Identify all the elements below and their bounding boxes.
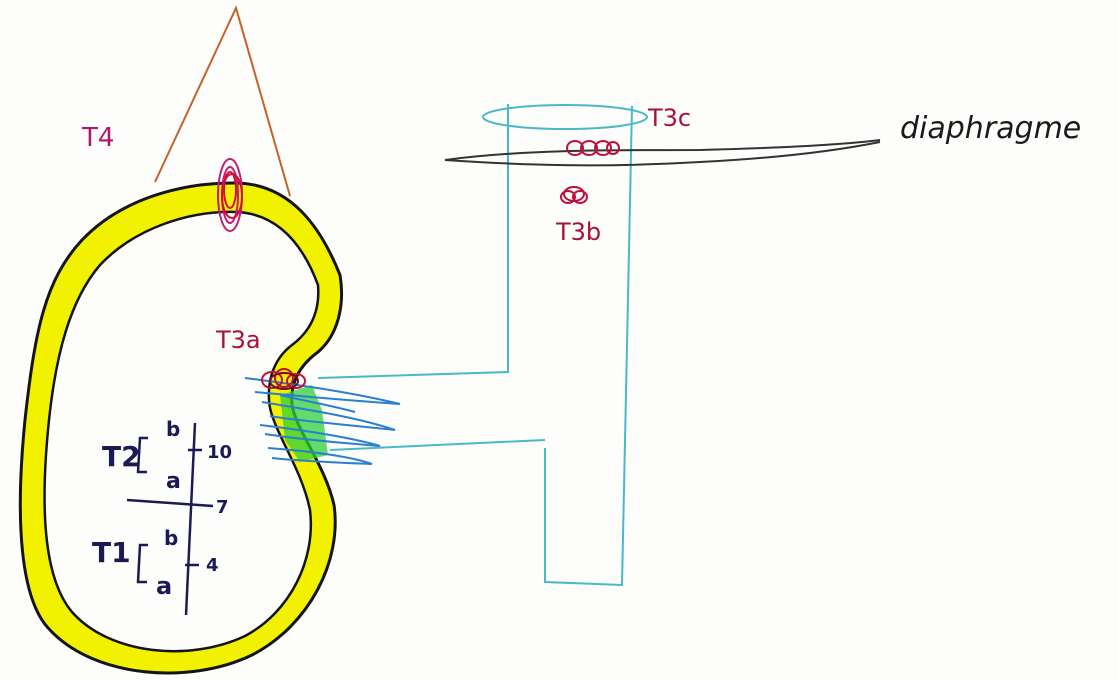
label-t3b: T3b	[555, 218, 601, 246]
label-t4: T4	[81, 123, 114, 153]
scale-label-7: 7	[216, 497, 229, 518]
diaphragm-line	[445, 140, 880, 165]
label-t2-a: a	[166, 469, 181, 494]
label-t1: T1	[92, 536, 131, 569]
label-t3a: T3a	[215, 326, 261, 354]
renal-vein-outline	[318, 104, 632, 585]
label-t1-a: a	[156, 572, 172, 600]
t3c-tumor-mark	[567, 141, 619, 155]
label-diaphragm: diaphragme	[900, 111, 1081, 146]
label-t2-b: b	[166, 417, 180, 441]
label-t2: T2	[102, 440, 141, 473]
scale-label-10: 10	[207, 442, 232, 463]
scale-label-4: 4	[206, 555, 219, 576]
label-t1-b: b	[164, 526, 178, 550]
t3b-tumor-mark	[561, 187, 587, 203]
label-t3c: T3c	[647, 104, 691, 132]
